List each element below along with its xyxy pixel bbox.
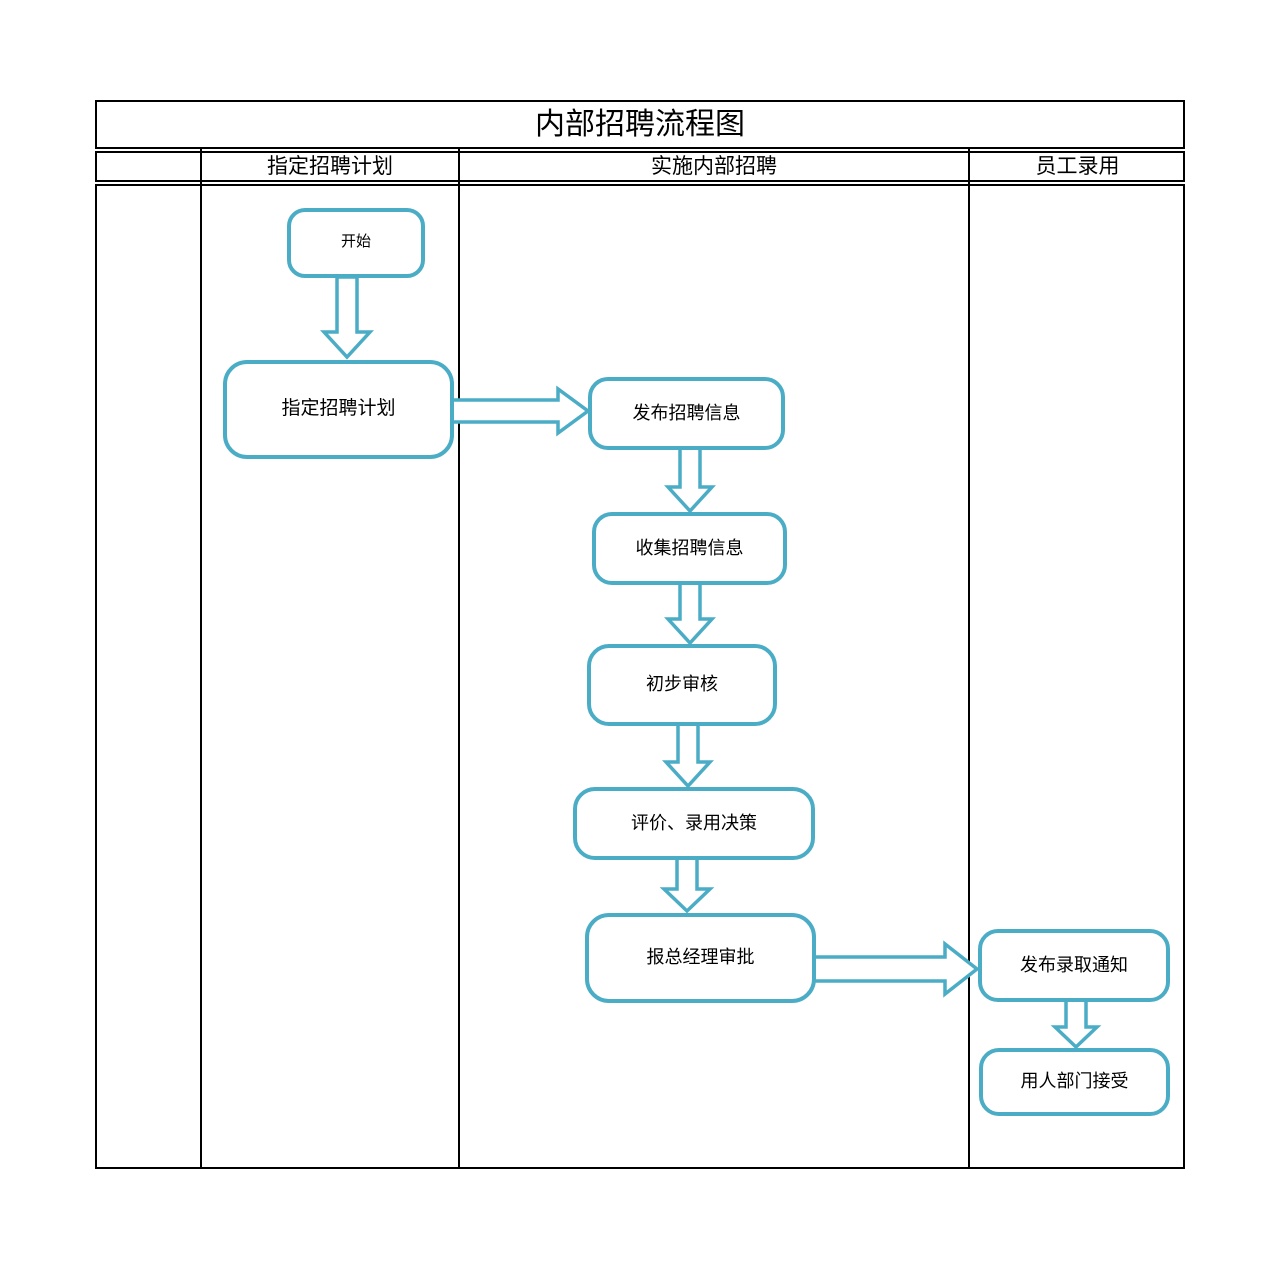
lane-header-implement: 实施内部招聘	[651, 154, 777, 178]
table-frame	[95, 100, 1185, 1169]
flow-node-approval: 报总经理审批	[585, 913, 816, 1003]
arrow-review-to-decision	[662, 722, 714, 789]
arrow-notice-to-accept	[1050, 998, 1102, 1050]
lane-header-hire: 员工录用	[1035, 154, 1120, 178]
arrow-collect-to-review	[664, 581, 716, 646]
flow-node-start: 开始	[287, 208, 425, 278]
flow-node-notice-label: 发布录取通知	[1020, 954, 1128, 975]
flow-node-notice: 发布录取通知	[978, 929, 1170, 1002]
flow-node-publish: 发布招聘信息	[588, 377, 785, 450]
arrow-start-to-plan	[320, 275, 374, 360]
flow-node-decision: 评价、录用决策	[573, 787, 815, 860]
flow-node-collect-label: 收集招聘信息	[635, 537, 744, 558]
arrow-plan-to-publish	[450, 385, 591, 437]
flow-node-review-label: 初步审核	[646, 674, 718, 695]
lane-header-plan: 指定招聘计划	[267, 154, 393, 178]
flow-node-accept-label: 用人部门接受	[1020, 1071, 1129, 1092]
lane-divider-1	[200, 148, 202, 1169]
title-separator-line	[95, 147, 1185, 153]
flow-node-decision-label: 评价、录用决策	[631, 812, 757, 833]
flow-node-plan: 指定招聘计划	[223, 360, 454, 459]
arrow-decision-to-approval	[659, 856, 715, 914]
lane-divider-2	[458, 148, 460, 1169]
header-separator-line	[95, 180, 1185, 186]
flow-node-collect: 收集招聘信息	[592, 512, 787, 585]
flow-node-start-label: 开始	[340, 234, 371, 251]
page-title: 内部招聘流程图	[535, 107, 745, 141]
flow-node-review: 初步审核	[587, 644, 777, 726]
flow-node-plan-label: 指定招聘计划	[281, 398, 396, 420]
lane-divider-3	[968, 148, 970, 1169]
arrow-approval-to-notice	[812, 940, 980, 998]
flow-node-publish-label: 发布招聘信息	[632, 402, 741, 423]
flow-node-accept: 用人部门接受	[979, 1048, 1170, 1116]
arrow-publish-to-collect	[664, 446, 716, 514]
flow-node-approval-label: 报总经理审批	[646, 947, 755, 968]
